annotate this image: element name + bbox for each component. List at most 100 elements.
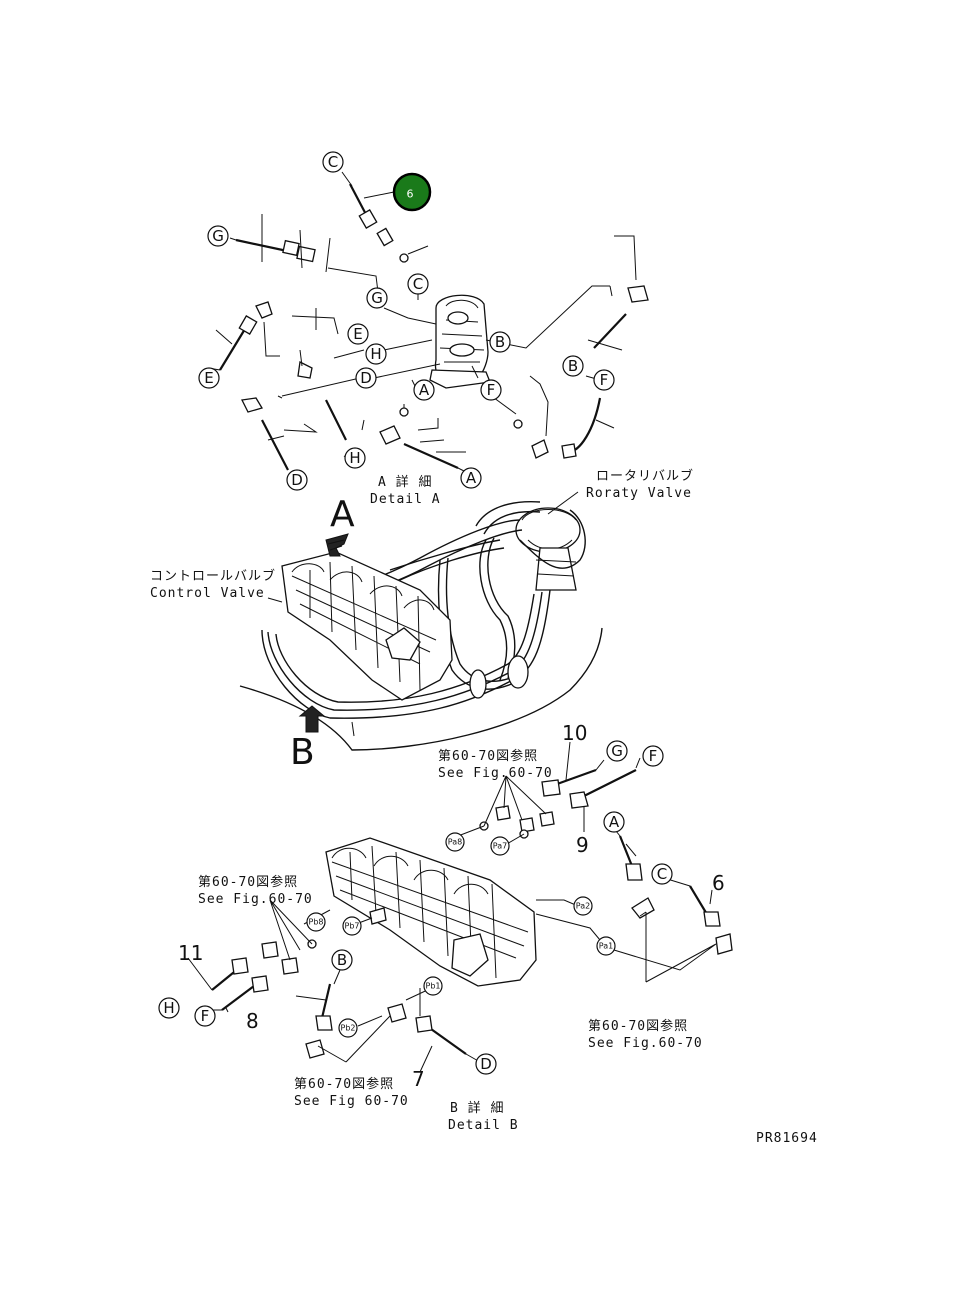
callout-b-f-left: F xyxy=(194,1005,216,1027)
detail-b-leaders xyxy=(187,741,717,1073)
port-pb2: Pb2 xyxy=(338,1018,358,1038)
detail-a-fittings xyxy=(219,183,649,471)
svg-text:6: 6 xyxy=(407,188,414,201)
callout-a-g-mid: G xyxy=(366,287,388,309)
port-pa8: Pa8 xyxy=(445,832,465,852)
detail-b-valve-block xyxy=(325,837,537,987)
svg-text:H: H xyxy=(163,999,174,1017)
main-view: A B ロータリバルブ Roraty Valve コントロールバルブ Contr… xyxy=(150,468,694,773)
callout-a-f-mid: F xyxy=(480,379,502,401)
callout-b-f-top: F xyxy=(642,745,664,767)
ref1-jp: 第60-70図参照 xyxy=(438,748,538,764)
callout-a-h-bottom: H xyxy=(344,447,366,469)
svg-text:E: E xyxy=(353,325,362,343)
svg-text:F: F xyxy=(487,381,496,399)
view-arrow-a: A xyxy=(325,494,355,557)
callout-b-h: H xyxy=(158,997,180,1019)
detail-b-title-jp: B 詳 細 xyxy=(450,1100,504,1116)
arrow-a-label: A xyxy=(330,494,355,535)
callout-a-b-right: B xyxy=(562,355,584,377)
svg-text:A: A xyxy=(609,813,620,831)
svg-text:B: B xyxy=(568,357,578,375)
port-pa2: Pa2 xyxy=(573,896,593,916)
svg-text:Pa8: Pa8 xyxy=(448,838,462,847)
svg-text:Pb7: Pb7 xyxy=(345,922,360,931)
svg-text:D: D xyxy=(360,369,372,387)
detail-a-title-jp: A 詳 細 xyxy=(378,474,432,490)
callout-a-a-mid: A xyxy=(413,379,435,401)
callout-b-b: B xyxy=(331,949,353,971)
svg-text:F: F xyxy=(201,1007,210,1025)
rotary-joint-body xyxy=(429,294,491,389)
svg-text:F: F xyxy=(649,747,658,765)
control-valve xyxy=(281,551,453,701)
svg-text:Pb8: Pb8 xyxy=(309,918,324,927)
part-number-8: 8 xyxy=(246,1009,259,1033)
drawing-code: PR81694 xyxy=(756,1131,818,1146)
ref2-en: See Fig.60-70 xyxy=(198,892,313,907)
svg-text:Pb1: Pb1 xyxy=(426,982,441,991)
detail-b: Pa8 Pa7 Pb8 Pb7 Pa2 Pa1 Pb1 Pb2 G F A C … xyxy=(158,721,733,1133)
svg-text:B: B xyxy=(337,951,347,969)
control-valve-label-en: Control Valve xyxy=(150,586,265,601)
detail-a-leaders xyxy=(207,171,637,473)
svg-text:D: D xyxy=(480,1055,492,1073)
detail-a: C G C G E H B E D A F B F D H A 6 A 詳 細 … xyxy=(198,151,649,507)
svg-text:Pa2: Pa2 xyxy=(576,902,590,911)
part-number-9: 9 xyxy=(576,833,589,857)
detail-a-title-en: Detail A xyxy=(370,492,441,507)
svg-text:F: F xyxy=(600,371,609,389)
svg-text:H: H xyxy=(370,345,381,363)
svg-text:B: B xyxy=(495,333,505,351)
ref4-jp: 第60-70図参照 xyxy=(294,1076,394,1092)
svg-text:A: A xyxy=(419,381,430,399)
port-pa7: Pa7 xyxy=(490,836,510,856)
svg-text:G: G xyxy=(212,227,224,245)
port-pb1: Pb1 xyxy=(423,976,443,996)
callout-a-b-mid: B xyxy=(489,331,511,353)
part-number-7: 7 xyxy=(412,1067,425,1091)
svg-text:Pa1: Pa1 xyxy=(599,942,613,951)
svg-text:G: G xyxy=(371,289,383,307)
detail-b-title-en: Detail B xyxy=(448,1118,519,1133)
port-pa1: Pa1 xyxy=(596,936,616,956)
part-number-11: 11 xyxy=(178,941,203,965)
ref1-en: See Fig.60-70 xyxy=(438,766,553,781)
detail-b-fittings xyxy=(211,768,733,1059)
arrow-b-label: B xyxy=(290,732,315,773)
view-arrow-b: B xyxy=(290,705,326,773)
callout-b-g: G xyxy=(606,740,628,762)
callout-a-c-mid: C xyxy=(407,273,429,295)
svg-text:C: C xyxy=(657,865,667,883)
callout-a-a-bottom: A xyxy=(460,467,482,489)
callout-b-d: D xyxy=(475,1053,497,1075)
part-number-6: 6 xyxy=(712,871,725,895)
callout-a-c-top: C xyxy=(322,151,344,173)
port-pb7: Pb7 xyxy=(342,916,362,936)
detail-b-callouts: G F A C H F B D xyxy=(158,740,673,1075)
svg-text:C: C xyxy=(328,153,338,171)
ref2-jp: 第60-70図参照 xyxy=(198,874,298,890)
callout-a-e-left: E xyxy=(198,367,220,389)
port-pb8: Pb8 xyxy=(306,912,326,932)
highlight-circle[interactable] xyxy=(392,172,432,212)
part-number-10: 10 xyxy=(562,721,587,745)
callout-a-h-mid: H xyxy=(365,343,387,365)
detail-a-callouts: C G C G E H B E D A F B F D H A xyxy=(198,151,615,491)
callout-a-g-left: G xyxy=(207,225,229,247)
svg-text:Pa7: Pa7 xyxy=(493,842,507,851)
ref4-en: See Fig 60-70 xyxy=(294,1094,409,1109)
callout-a-e-mid: E xyxy=(347,323,369,345)
callout-a-d-mid: D xyxy=(355,367,377,389)
control-valve-label-jp: コントロールバルブ xyxy=(150,568,276,584)
highlight-marker-6[interactable]: 6 xyxy=(392,172,432,212)
detail-b-ports: Pa8 Pa7 Pb8 Pb7 Pa2 Pa1 Pb1 Pb2 xyxy=(306,832,616,1038)
callout-b-a: A xyxy=(603,811,625,833)
svg-text:A: A xyxy=(466,469,477,487)
detail-b-part-numbers: 10 9 6 11 8 7 xyxy=(178,721,725,1091)
svg-text:Pb2: Pb2 xyxy=(341,1024,356,1033)
callout-a-f-right: F xyxy=(593,369,615,391)
rotary-valve-label-en: Roraty Valve xyxy=(586,486,692,501)
rotary-valve-label-jp: ロータリバルブ xyxy=(596,468,694,484)
